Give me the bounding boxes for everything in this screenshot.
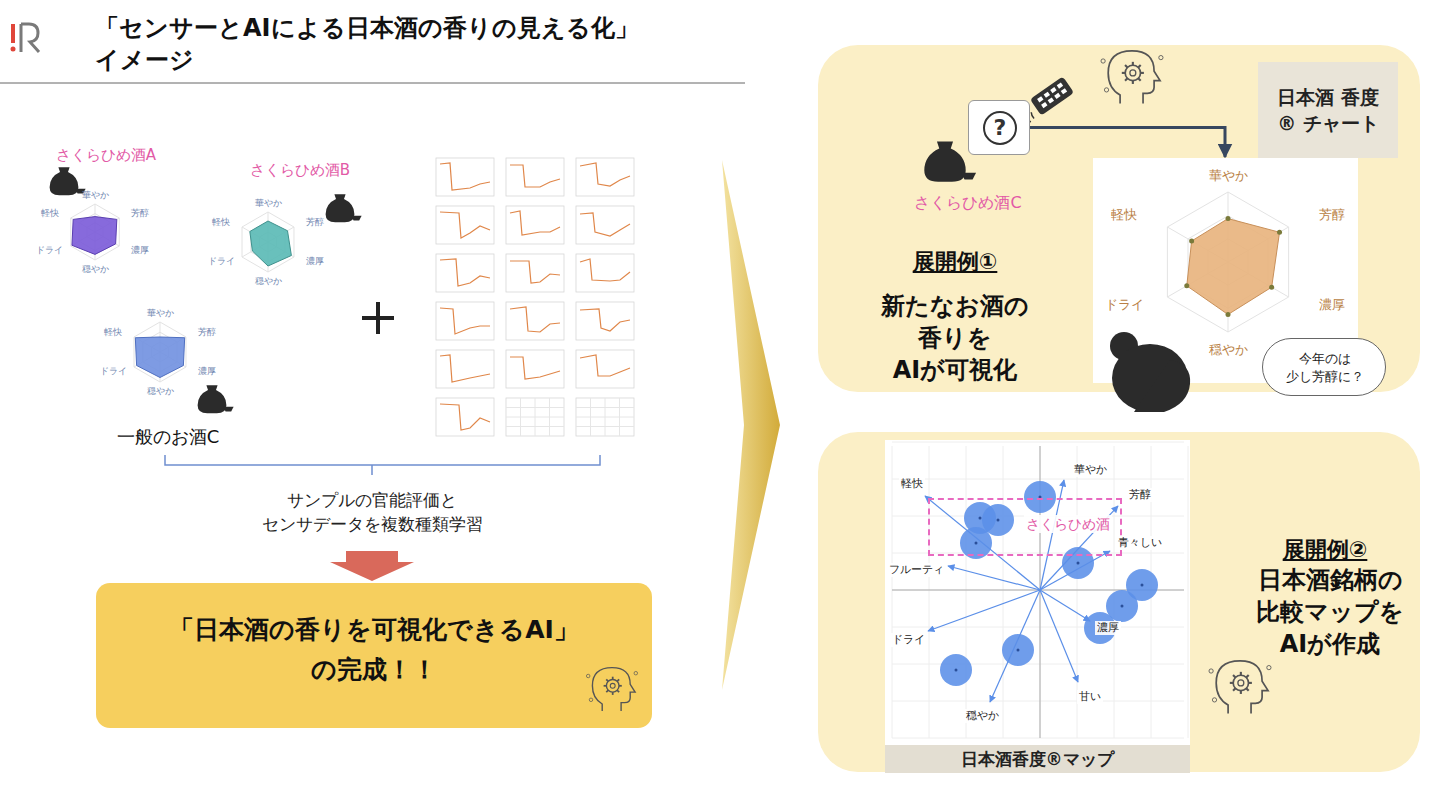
axis-label: 芳醇 bbox=[306, 217, 324, 228]
axis-label: ドライ bbox=[36, 245, 63, 256]
ai-head-icon bbox=[1209, 661, 1271, 714]
radar-chart bbox=[1167, 192, 1288, 332]
sample-name: さくらひめ酒C bbox=[914, 193, 1021, 213]
question-bubble: ? bbox=[968, 100, 1030, 155]
radar-chart bbox=[71, 204, 119, 260]
result-box: 「日本酒の香りを可視化できるAI」 の完成！！ bbox=[96, 583, 652, 728]
chart-name-box: 日本酒 香度® チャート bbox=[1258, 62, 1398, 158]
node-illustration bbox=[885, 440, 1190, 745]
signal-arc bbox=[1031, 112, 1035, 119]
box-text: 日本酒 香度® チャート bbox=[1268, 84, 1388, 136]
axis-label: 華やか bbox=[255, 198, 282, 209]
map-axis-label: 芳醇 bbox=[1127, 488, 1153, 502]
loading-vector bbox=[1040, 551, 1110, 590]
panel-heading: 展開例② bbox=[1283, 536, 1368, 564]
map-axis-label: フルーティ bbox=[887, 563, 946, 577]
highlight-box: さくらひめ酒 bbox=[928, 498, 1122, 556]
flow-arrow bbox=[1030, 128, 1225, 158]
sake-bottle-icon bbox=[326, 194, 362, 222]
sake-bottle-icon bbox=[198, 385, 234, 413]
brand-dot bbox=[940, 654, 972, 686]
ai-head-icon bbox=[1101, 51, 1163, 104]
sample-name: 一般のお酒C bbox=[117, 425, 220, 448]
loading-vector bbox=[1040, 590, 1078, 682]
axis-label: 芳醇 bbox=[1319, 207, 1345, 223]
sake-bottle-icon bbox=[50, 167, 86, 195]
chevron-arrow bbox=[722, 160, 780, 690]
axis-label: 軽快 bbox=[104, 327, 122, 338]
panel bbox=[818, 432, 1420, 772]
panel-text: 日本酒銘柄の 比較マップを AIが作成 bbox=[1240, 564, 1420, 660]
axis-label: 芳醇 bbox=[198, 327, 216, 338]
ai-head-icon bbox=[586, 668, 637, 711]
map-axis-label: ドライ bbox=[890, 633, 927, 647]
thought-bubble: 今年のは 少し芳醇に？ bbox=[1262, 338, 1386, 396]
example-panel: 日本酒 香度® チャート? 華やか芳醇濃厚穏やか ドライ 軽快今年のは 少し芳醇に？ 展… bbox=[818, 45, 1420, 392]
axis-label: ドライ bbox=[208, 256, 235, 267]
remote-control-icon bbox=[1030, 76, 1074, 115]
loading-vector bbox=[928, 590, 1040, 631]
caption-band: 日本酒香度®マップ bbox=[885, 745, 1190, 773]
logo bbox=[11, 24, 40, 52]
down-arrow bbox=[330, 551, 414, 581]
map-box: さくらひめ酒 軽快 華やか芳醇青々しいフルーティドライ 濃厚甘い穏やか bbox=[885, 440, 1190, 745]
axis-label: 濃厚 bbox=[131, 245, 149, 256]
axis-label: 軽快 bbox=[1111, 207, 1137, 223]
axis-label: 穏やか bbox=[82, 264, 109, 275]
map-axis-label: 軽快 bbox=[899, 477, 925, 491]
person-silhouette bbox=[1110, 332, 1190, 412]
loading-vector bbox=[1040, 590, 1090, 621]
axis-label: 濃厚 bbox=[306, 256, 324, 267]
radar-chart bbox=[242, 212, 294, 272]
axis-label: ドライ bbox=[100, 366, 127, 377]
panel-text: 新たなお酒の 香りを AIが可視化 bbox=[855, 290, 1055, 386]
axis-label: 穏やか bbox=[147, 386, 174, 397]
axis-label: 軽快 bbox=[41, 208, 59, 219]
sample-name: さくらひめ酒A bbox=[56, 146, 156, 165]
axis-label: ドライ bbox=[1105, 297, 1144, 313]
axis-label: 軽快 bbox=[212, 217, 230, 228]
axis-label: 濃厚 bbox=[198, 366, 216, 377]
note-text: サンプルの官能評価と センサデータを複数種類学習 bbox=[222, 488, 522, 536]
highlight-text: さくらひめ酒 bbox=[1024, 515, 1112, 533]
axis-label: 華やか bbox=[147, 308, 174, 319]
box-text: 「日本酒の香りを可視化できるAI」 の完成！！ bbox=[149, 610, 599, 690]
panel-heading: 展開例① bbox=[913, 248, 998, 276]
map-axis-label: 濃厚 bbox=[1095, 621, 1121, 635]
band-text: 日本酒香度®マップ bbox=[961, 749, 1114, 770]
axis-label: 華やか bbox=[1209, 168, 1248, 184]
map-axis-label: 青々しい bbox=[1116, 536, 1164, 550]
brand-dot bbox=[1024, 481, 1056, 513]
axis-label: 穏やか bbox=[1209, 342, 1248, 358]
sensor-chart-grid bbox=[436, 158, 634, 436]
axis-label: 穏やか bbox=[255, 276, 282, 287]
axis-label: 芳醇 bbox=[131, 208, 149, 219]
map-axis-label: 甘い bbox=[1077, 690, 1103, 704]
sample-name: さくらひめ酒B bbox=[250, 161, 350, 180]
question-mark: ? bbox=[983, 111, 1017, 145]
loading-vector bbox=[990, 590, 1040, 702]
loading-vector bbox=[948, 566, 1040, 590]
map-axis-label: 華やか bbox=[1072, 463, 1109, 477]
radar-chart bbox=[134, 322, 186, 382]
axis-label: 華やか bbox=[82, 190, 109, 201]
axis-label: 濃厚 bbox=[1319, 297, 1345, 313]
bracket bbox=[165, 455, 600, 475]
plus-sign bbox=[362, 302, 394, 334]
map-axis-label: 穏やか bbox=[964, 709, 1001, 723]
slide-title: 「センサーとAIによる日本酒の香りの見える化」 イメージ bbox=[95, 12, 695, 76]
bubble-text: 今年のは 少し芳醇に？ bbox=[1275, 350, 1375, 386]
title-rule bbox=[0, 83, 745, 84]
example-panel: さくらひめ酒 軽快 華やか芳醇青々しいフルーティドライ 濃厚甘い穏やか日本酒香度®マッ… bbox=[818, 432, 1420, 772]
loading-vector bbox=[1040, 480, 1064, 590]
